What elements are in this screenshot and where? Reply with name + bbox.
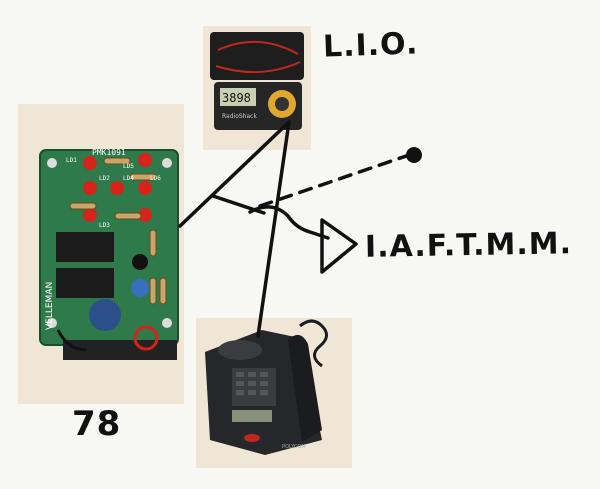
led-label: LD4 [123,175,134,182]
label-target: I.A.F.T.M.M. [364,226,573,265]
capacitor [131,279,149,297]
board-model-label: PMK1091 [92,148,126,157]
ic-chip [56,268,114,298]
led-label: LD2 [99,175,110,182]
arrow-head-icon [320,218,358,274]
led-group [83,153,152,222]
resistor-group [69,157,167,305]
connection-lines [178,120,414,338]
multimeter-brand: RadioShack [222,113,257,120]
line-meter-to-phone [256,120,291,338]
battery-clip [133,325,159,351]
led-label-group: LD1 LD2 LD3 LD4 LD5 LD6 [66,157,161,229]
led-label: LD6 [150,175,161,182]
capacitor [89,299,121,331]
led-label: LD1 [66,157,77,164]
conference-phone-image: POLYCOM [196,318,352,468]
phone-brand: POLYCOM [282,444,306,450]
board-maker-label: VELLEMAN [45,282,55,330]
multimeter-image: 3898 RadioShack [203,26,311,150]
circuit-board-image: PMK1091 VELLEMAN LD1 LD2 LD3 LD4 LD5 LD6 [18,104,184,404]
led-label: LD5 [123,163,134,170]
label-lid: L.I.O. [322,26,419,65]
led-label: LD3 [99,222,110,229]
line-board-to-meter [178,120,291,228]
label-number: 78 [72,404,122,444]
multimeter-display: 3898 [222,91,251,105]
endpoint-dot [406,147,422,163]
ic-chip [56,232,114,262]
arc-gesture [248,205,330,240]
dashed-line [258,152,414,208]
capacitor [132,254,148,270]
